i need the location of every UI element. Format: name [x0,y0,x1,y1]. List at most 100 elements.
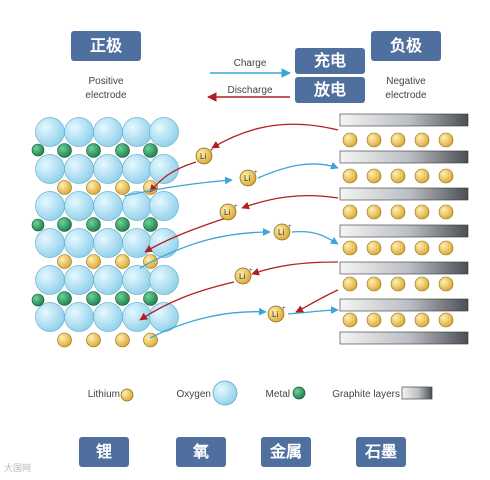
oxygen-atom [93,228,123,258]
lithium-atom [342,240,358,256]
oxygen-atom [149,228,179,258]
oxygen-atom [64,228,94,258]
discharge-path-arrow [139,281,235,321]
li-ion-sphere [234,267,252,285]
discharge-path-arrow [241,194,339,210]
discharge-path-arrow [251,261,339,276]
lithium-atom [438,240,454,256]
graphite-layer [339,224,469,238]
lithium-atom [366,276,382,292]
lithium-atom [390,132,406,148]
ion-migration: Li+Li+Li+Li+Li+Li+ [123,123,339,339]
graphite-layer [339,150,469,164]
li-ion: Li + [239,169,258,187]
li-ion: Li + [267,305,286,323]
lithium-atom [115,180,130,195]
li-ion: Li + [219,203,238,221]
discharge-label: Discharge [227,85,273,96]
graphite-layer [339,187,469,201]
lithium-atom [86,254,101,269]
lithium-atom [438,312,454,328]
oxygen-atom [122,117,152,147]
oxygen-atom [149,265,179,295]
oxygen-atom [93,265,123,295]
oxygen-atom [64,117,94,147]
legend-lithium-label: Lithium [87,389,120,400]
li-ion-label: Li [200,152,206,161]
li-ion-charge: + [234,204,238,210]
oxygen-atom [122,302,152,332]
charge-path-arrow [291,230,339,245]
metal-cn-tag: 金属 [261,437,311,467]
oxygen-atom [122,228,152,258]
legend-oxygen-icon [212,380,238,406]
lithium-atom [438,276,454,292]
li-ion-charge: + [210,148,214,154]
li-ion: Li+ [273,223,292,241]
lithium-atom [342,132,358,148]
lithium-atom [390,204,406,220]
oxygen-atom [64,265,94,295]
lithium-atom [390,240,406,256]
lithium-atom [342,276,358,292]
lithium-atom [390,276,406,292]
li-ion-charge: + [249,268,253,274]
lithium-atom [143,254,158,269]
charge-path-arrow [287,306,339,315]
cathode-title: 正极 [71,31,141,61]
li-ion-sphere [267,305,285,323]
charge-path-arrow [257,162,339,179]
anode-subtitle-2: electrode [385,90,427,101]
li-ion-label: Li [278,228,284,237]
metal-atom [115,291,130,306]
discharge-path-arrow [295,289,339,313]
graphite-layer [339,331,469,345]
lithium-atom [438,132,454,148]
lithium-atom [366,132,382,148]
li-ion-sphere [219,203,237,221]
lithium-atom [342,312,358,328]
li-ion-label: Li [239,272,245,281]
lithium-atom [438,168,454,184]
lithium-atom [86,180,101,195]
legend-lithium-icon [120,388,134,402]
charge-path-arrow [123,176,233,197]
oxygen-atom [35,302,65,332]
oxygen-atom [122,154,152,184]
oxygen-atom [149,302,179,332]
discharge-path-arrow [149,161,197,193]
oxygen-atom [35,265,65,295]
lithium-atom [57,180,72,195]
metal-atom [86,143,101,158]
li-ion-charge: + [254,170,258,176]
metal-atom [143,291,158,306]
li-ion-label: Li [272,310,278,319]
metal-atom [115,143,130,158]
lithium-atom [438,204,454,220]
lithium-atom [390,312,406,328]
li-ion-charge: + [282,306,286,312]
graphite-layer [339,298,469,312]
charge-label: Charge [233,58,267,69]
oxygen-atom [35,191,65,221]
lithium-atom [414,168,430,184]
oxygen-atom [35,154,65,184]
metal-atom [86,291,101,306]
oxygen-atom [93,154,123,184]
lithium-atom [366,168,382,184]
lithium-atom [57,254,72,269]
lithium-atom [342,204,358,220]
oxygen-atom [64,154,94,184]
li-ion-label: Li [244,174,250,183]
lithium-atom [414,276,430,292]
oxygen-atom [35,228,65,258]
li-ion-label: Li [224,208,230,217]
lithium-atom [366,240,382,256]
discharge-path-arrow [144,217,227,253]
anode-subtitle-1: Negative [386,76,426,87]
lithium-atom [414,204,430,220]
lithium-atom [143,180,158,195]
metal-atom [31,218,45,232]
oxygen-atom [64,191,94,221]
